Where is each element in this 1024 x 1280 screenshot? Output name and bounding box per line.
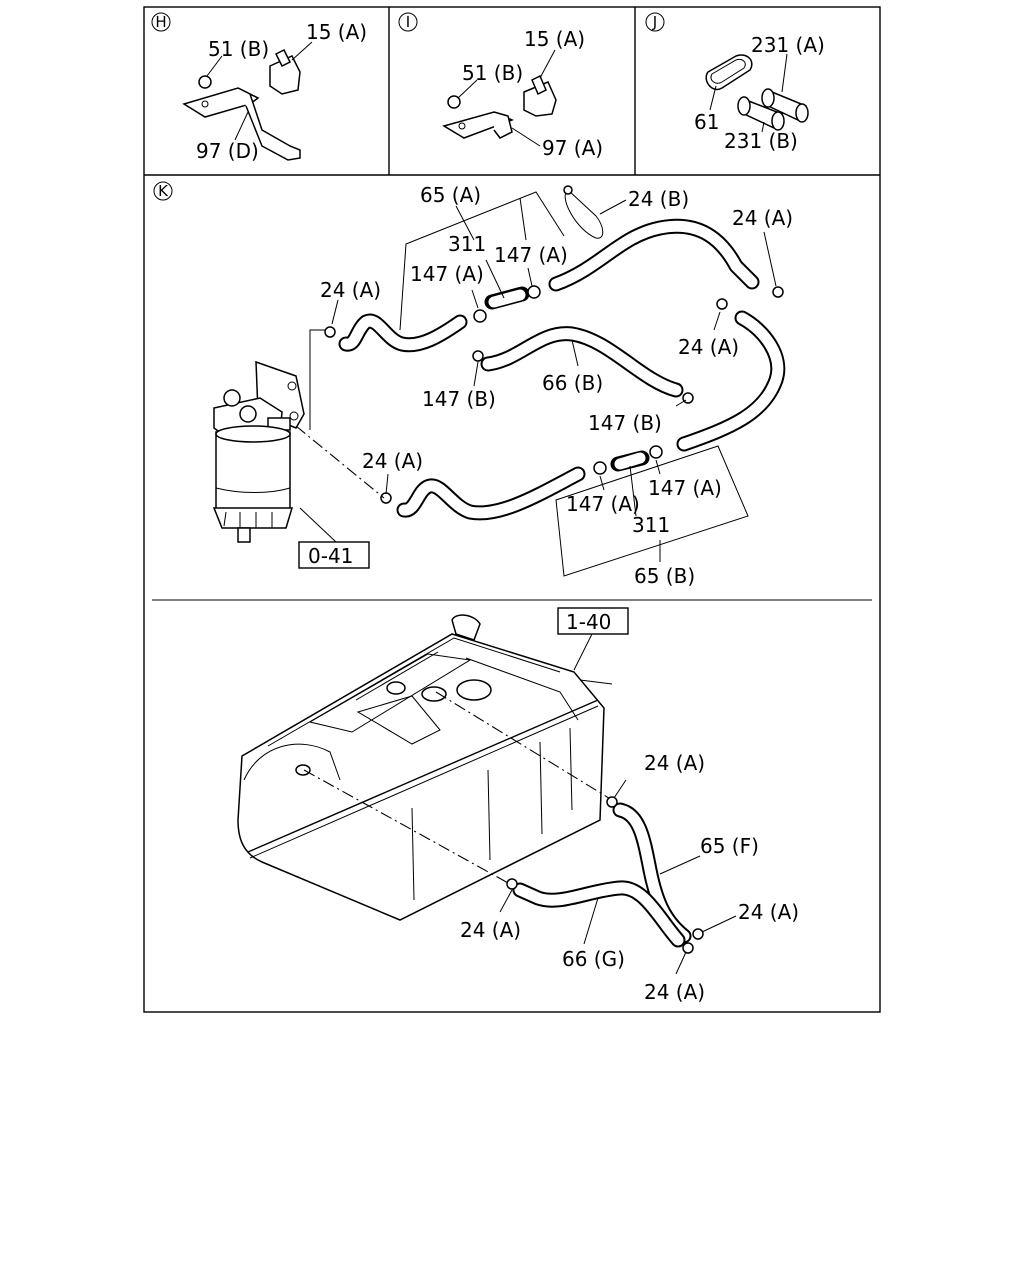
panel-h-leaders	[206, 41, 313, 141]
label-147b: 147 (B)	[422, 387, 496, 411]
label-15a: 15 (A)	[524, 27, 585, 51]
hose-65b-left	[396, 466, 586, 521]
panel-j-sleeve-drawing	[705, 54, 809, 131]
hose-66g	[512, 880, 686, 948]
panel-k-guide-lines	[295, 191, 749, 577]
svg-text:1-40: 1-40	[566, 610, 611, 634]
hose-clamps	[324, 185, 784, 504]
pipe-311-lower	[610, 450, 650, 472]
label-147a: 147 (A)	[494, 243, 568, 267]
label-65a: 65 (A)	[420, 183, 481, 207]
hose-65b-right	[676, 310, 786, 452]
svg-text:K: K	[158, 182, 169, 200]
svg-text:0-41: 0-41	[308, 544, 353, 568]
section-marker-k: K	[153, 181, 173, 201]
svg-text:I: I	[406, 13, 410, 31]
section-marker-h: H	[151, 12, 171, 32]
label-24a: 24 (A)	[644, 751, 705, 775]
label-24a: 24 (A)	[320, 278, 381, 302]
label-24a: 24 (A)	[644, 980, 705, 1004]
label-51b: 51 (B)	[462, 61, 523, 85]
fuel-filter-drawing	[212, 360, 305, 543]
hose-65a-left	[338, 313, 468, 353]
label-61: 61	[694, 110, 719, 134]
label-97d: 97 (D)	[196, 139, 259, 163]
label-97a: 97 (A)	[542, 136, 603, 160]
panel-i-bracket-drawing	[442, 74, 557, 139]
label-147a: 147 (A)	[648, 476, 722, 500]
panel-j-leaders	[709, 53, 788, 133]
pipe-311-upper	[484, 286, 530, 310]
label-65f: 65 (F)	[700, 834, 759, 858]
filter-ref-box: 0-41	[298, 507, 370, 569]
section-marker-j: J	[645, 12, 665, 32]
label-24b: 24 (B)	[628, 187, 689, 211]
label-311: 311	[632, 513, 670, 537]
label-147a: 147 (A)	[566, 492, 640, 516]
label-66b: 66 (B)	[542, 371, 603, 395]
fuel-tank-drawing	[237, 614, 613, 921]
hose-66b	[480, 326, 684, 398]
panel-i-leaders	[457, 49, 556, 147]
label-51b: 51 (B)	[208, 37, 269, 61]
label-147b: 147 (B)	[588, 411, 662, 435]
panel-h-bracket-drawing	[182, 48, 301, 161]
label-24a: 24 (A)	[732, 206, 793, 230]
label-147a: 147 (A)	[410, 262, 484, 286]
label-24a: 24 (A)	[738, 900, 799, 924]
label-24a: 24 (A)	[362, 449, 423, 473]
panel-k-leaders	[331, 197, 777, 562]
hose-65a-right	[548, 218, 760, 292]
tank-dash-lines	[303, 691, 613, 885]
label-15a: 15 (A)	[306, 20, 367, 44]
tank-leaders	[499, 779, 737, 975]
label-311: 311	[448, 232, 486, 256]
label-66g: 66 (G)	[562, 947, 625, 971]
diagram-frame	[143, 6, 881, 1013]
svg-text:H: H	[155, 13, 166, 31]
label-24a: 24 (A)	[460, 918, 521, 942]
tank-clamps	[506, 796, 704, 954]
svg-text:J: J	[652, 13, 657, 31]
tank-ref-box: 1-40	[557, 607, 629, 671]
label-24a: 24 (A)	[678, 335, 739, 359]
label-65b: 65 (B)	[634, 564, 695, 588]
label-231a: 231 (A)	[751, 33, 825, 57]
label-231b: 231 (B)	[724, 129, 798, 153]
section-marker-i: I	[398, 12, 418, 32]
